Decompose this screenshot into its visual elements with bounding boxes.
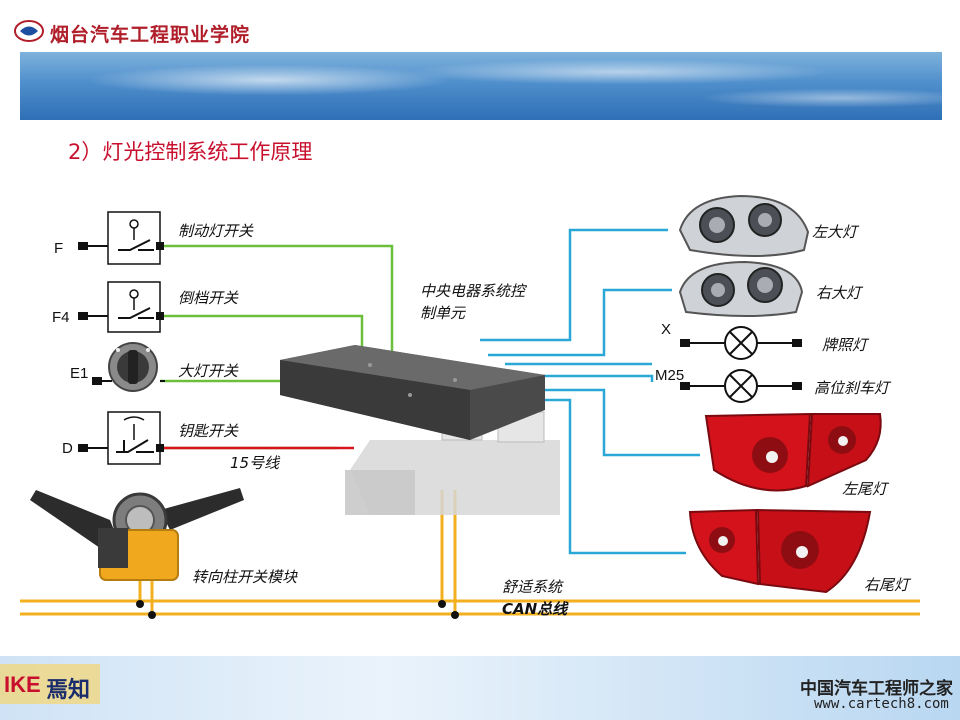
right-headlight-wire xyxy=(488,288,672,357)
high-brake-wire xyxy=(515,374,654,382)
central-unit-label-line2: 制单元 xyxy=(420,304,466,322)
pin-terminal xyxy=(792,339,802,347)
pin-terminal xyxy=(792,382,802,390)
page-title: 2）灯光控制系统工作原理 xyxy=(68,140,313,164)
ike-logo-background xyxy=(0,664,100,704)
headlight-switch xyxy=(92,342,165,392)
brake-switch-wire xyxy=(160,244,394,352)
bus-junction-dot xyxy=(451,611,459,619)
left-tail-lamp-image xyxy=(704,412,882,492)
school-name: 烟台汽车工程职业学院 xyxy=(50,24,251,46)
right-tail-lamp-image xyxy=(688,508,872,594)
header-banner xyxy=(20,52,942,120)
pin-label-f: F xyxy=(54,240,63,257)
pin-terminal xyxy=(680,382,690,390)
bulb-cross xyxy=(729,374,753,398)
pin-label-m25: M25 xyxy=(655,367,684,384)
right-tail-label: 右尾灯 xyxy=(864,576,912,594)
wire-15-label: 15号线 xyxy=(230,454,281,472)
central-unit-label-line1: 中央电器系统控 xyxy=(420,282,528,300)
ike-logo-sub: 焉知 xyxy=(46,678,91,703)
steering-module-label: 转向柱开关模块 xyxy=(192,568,298,586)
reverse-switch xyxy=(78,281,164,333)
watermark-cn: 中国汽车工程师之家 xyxy=(800,679,953,699)
school-logo-icon xyxy=(14,20,44,42)
right-tail-wire xyxy=(530,398,686,555)
footer-strip xyxy=(0,656,960,720)
steering-column-module-image xyxy=(30,488,244,581)
pin-terminal xyxy=(680,339,690,347)
right-headlight-label: 右大灯 xyxy=(816,284,864,302)
reverse-switch-label: 倒档开关 xyxy=(178,289,239,307)
bus-junction-dot xyxy=(136,600,144,608)
left-headlight-label: 左大灯 xyxy=(812,223,860,241)
left-tail-wire xyxy=(520,388,700,457)
right-headlight-image xyxy=(678,260,804,317)
bus-junction-dot xyxy=(148,611,156,619)
watermark-url: www.cartech8.com xyxy=(814,696,949,712)
brake-switch xyxy=(78,211,164,265)
brake-switch-label: 制动灯开关 xyxy=(178,222,254,240)
key-switch xyxy=(78,411,164,465)
reverse-switch-wire xyxy=(160,314,364,358)
bus-junction-dot xyxy=(438,600,446,608)
headlight-switch-label: 大灯开关 xyxy=(178,362,239,380)
central-control-unit-image xyxy=(280,345,560,515)
pin-label-e1: E1 xyxy=(70,365,88,382)
can-bus-label-line2: CAN总线 xyxy=(502,600,569,618)
pin-label-f4: F4 xyxy=(52,309,70,326)
key-switch-label: 钥匙开关 xyxy=(178,422,239,440)
pin-label-d: D xyxy=(62,440,73,457)
can-bus-label-line1: 舒适系统 xyxy=(502,578,564,596)
left-tail-label: 左尾灯 xyxy=(842,480,890,498)
ike-logo: IKE xyxy=(4,672,41,697)
high-brake-label: 高位刹车灯 xyxy=(814,379,892,397)
bulb-cross xyxy=(729,331,753,355)
left-headlight-image xyxy=(678,194,810,257)
left-headlight-wire xyxy=(480,228,668,342)
pin-label-x: X xyxy=(661,321,671,338)
license-lamp-label: 牌照灯 xyxy=(822,336,870,354)
